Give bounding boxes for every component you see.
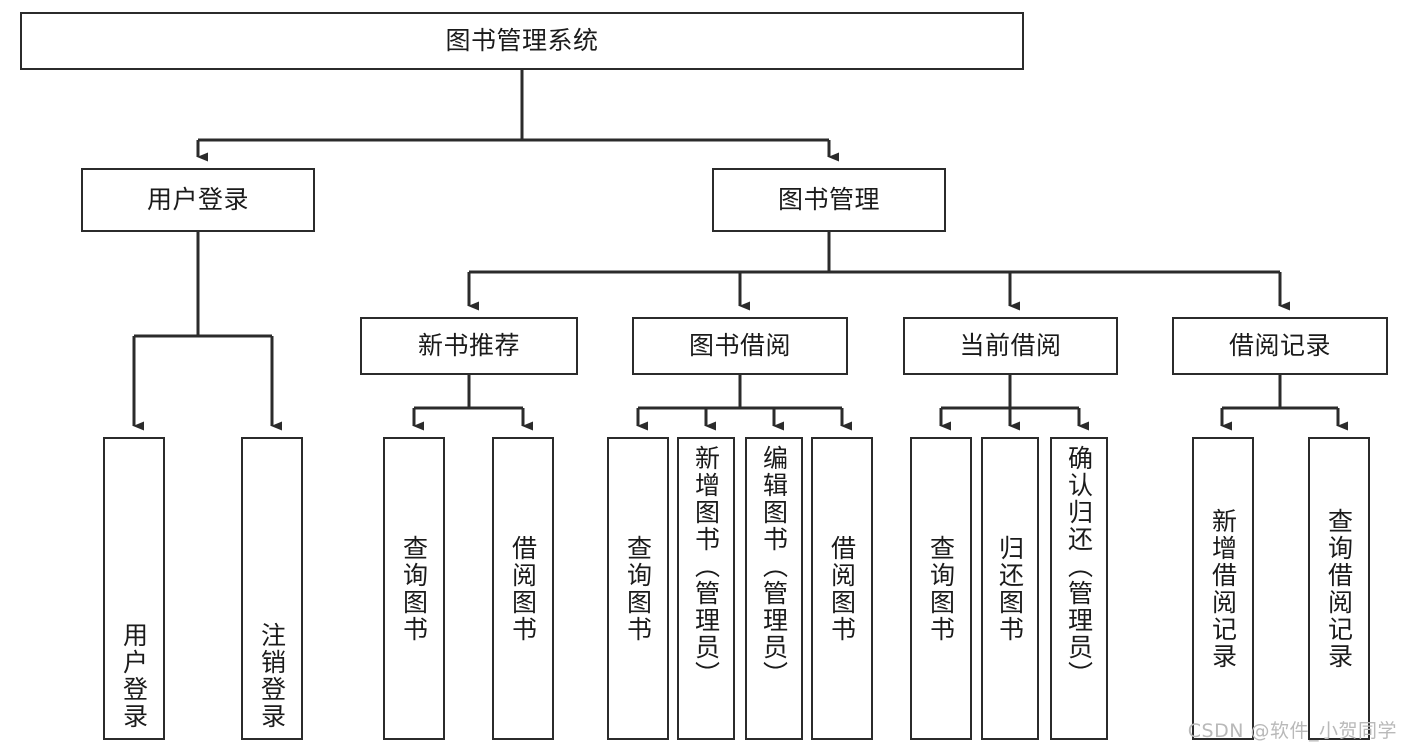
node-label: 图书借阅 — [688, 331, 791, 360]
node-leaf-edit-book-admin[interactable]: 编辑图书（管理员） — [745, 437, 803, 740]
node-book-borrowing[interactable]: 图书借阅 — [632, 317, 848, 375]
node-book-management[interactable]: 图书管理 — [712, 168, 946, 232]
node-root-book-management-system[interactable]: 图书管理系统 — [20, 12, 1024, 70]
csdn-watermark: CSDN @软件_小贺同学 — [1187, 720, 1397, 742]
node-label: 查询借阅记录 — [1324, 507, 1354, 670]
node-user-login[interactable]: 用户登录 — [81, 168, 315, 232]
node-label: 查询图书 — [623, 534, 653, 643]
node-leaf-query-borrow-record[interactable]: 查询借阅记录 — [1308, 437, 1370, 740]
node-leaf-borrow-book-1[interactable]: 借阅图书 — [492, 437, 554, 740]
node-leaf-user-logout[interactable]: 注销登录 — [241, 437, 303, 740]
node-label: 归还图书 — [995, 534, 1025, 643]
node-leaf-borrow-book-2[interactable]: 借阅图书 — [811, 437, 873, 740]
node-leaf-query-book-3[interactable]: 查询图书 — [910, 437, 972, 740]
node-label: 借阅图书 — [508, 534, 538, 643]
node-new-book-recommendation[interactable]: 新书推荐 — [360, 317, 578, 375]
node-current-borrowing[interactable]: 当前借阅 — [903, 317, 1118, 375]
node-leaf-query-book-1[interactable]: 查询图书 — [383, 437, 445, 740]
node-leaf-confirm-return-admin[interactable]: 确认归还（管理员） — [1050, 437, 1108, 740]
node-label: 新增借阅记录 — [1208, 507, 1238, 670]
node-leaf-query-book-2[interactable]: 查询图书 — [607, 437, 669, 740]
node-label: 查询图书 — [399, 534, 429, 643]
node-label: 图书管理 — [777, 185, 880, 214]
node-leaf-return-book[interactable]: 归还图书 — [981, 437, 1039, 740]
node-leaf-add-book-admin[interactable]: 新增图书（管理员） — [677, 437, 735, 740]
node-leaf-user-login[interactable]: 用户登录 — [103, 437, 165, 740]
node-label: 借阅图书 — [827, 534, 857, 643]
node-leaf-add-borrow-record[interactable]: 新增借阅记录 — [1192, 437, 1254, 740]
node-label: 用户登录 — [146, 185, 249, 214]
node-label: 用户登录 — [119, 622, 149, 730]
node-label: 新增图书（管理员） — [691, 445, 721, 688]
node-label: 查询图书 — [926, 534, 956, 643]
node-borrowing-record[interactable]: 借阅记录 — [1172, 317, 1388, 375]
node-label: 编辑图书（管理员） — [759, 445, 789, 688]
node-label: 新书推荐 — [417, 331, 520, 360]
node-label: 确认归还（管理员） — [1064, 445, 1094, 688]
node-label: 当前借阅 — [959, 331, 1062, 360]
node-label: 注销登录 — [257, 622, 287, 730]
node-label: 借阅记录 — [1228, 331, 1331, 360]
node-label: 图书管理系统 — [445, 26, 599, 55]
